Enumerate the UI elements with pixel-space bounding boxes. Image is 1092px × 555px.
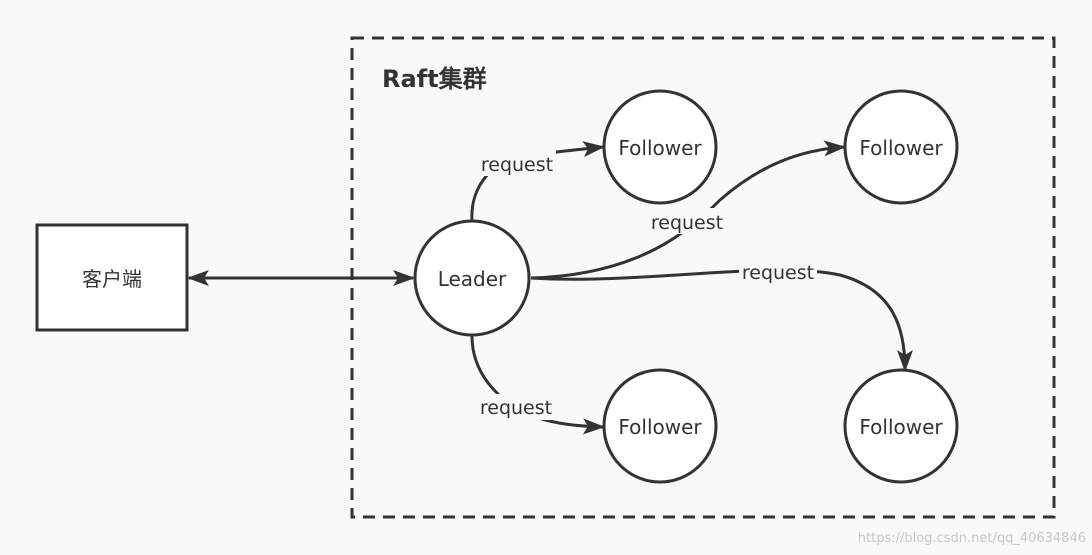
follower-node-2[interactable] — [843, 89, 959, 205]
watermark: https://blog.csdn.net/qq_40634846 — [858, 531, 1086, 546]
follower-label-3: Follower — [618, 415, 702, 439]
follower-node-1[interactable] — [602, 89, 718, 205]
client-box[interactable] — [35, 223, 189, 332]
edge-label-1: request — [481, 154, 553, 176]
edge-leader-follower-2 — [530, 140, 846, 280]
follower-node-4[interactable] — [843, 368, 959, 484]
edge-label-4: request — [480, 397, 552, 419]
follower-node-3[interactable] — [602, 368, 718, 484]
client-label: 客户端 — [82, 267, 142, 291]
edge-label-2: request — [651, 212, 723, 234]
follower-label-1: Follower — [618, 136, 702, 160]
follower-label-2: Follower — [859, 136, 943, 160]
leader-label: Leader — [438, 267, 507, 291]
edge-label-3: request — [742, 262, 814, 284]
follower-label-4: Follower — [859, 415, 943, 439]
leader-node[interactable] — [413, 219, 531, 337]
cluster-title: Raft集群 — [382, 65, 487, 93]
edge-leader-follower-3 — [530, 268, 913, 372]
